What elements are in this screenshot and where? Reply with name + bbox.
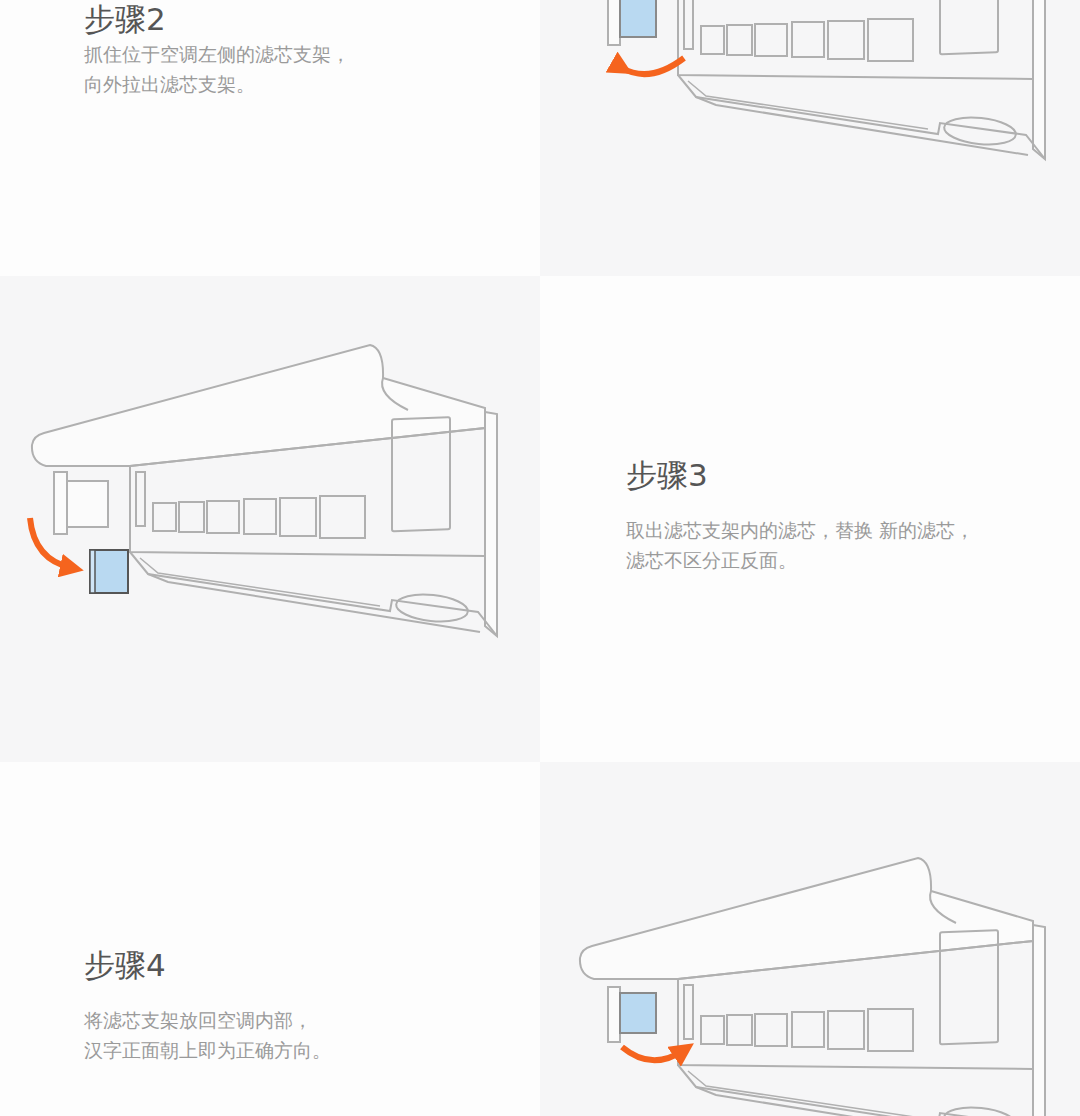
air-conditioner: [32, 345, 497, 636]
filter-holder: [608, 0, 684, 74]
step-heading: 步骤3: [626, 456, 708, 494]
air-conditioner: [580, 0, 1045, 159]
step-heading: 步骤2: [84, 0, 166, 38]
filter-holder: [30, 472, 128, 593]
step-instruction: 抓住位于空调左侧的滤芯支架， 向外拉出滤芯支架。: [84, 39, 444, 99]
air-conditioner: [580, 858, 1045, 1116]
step-heading: 步骤4: [84, 946, 166, 984]
step-instruction: 取出滤芯支架内的滤芯，替换 新的滤芯，滤芯不区分正反面。: [626, 515, 986, 575]
filter-holder: [608, 987, 684, 1060]
image-panel: [0, 276, 540, 762]
step-instruction: 将滤芯支架放回空调内部， 汉字正面朝上即为正确方向。: [84, 1005, 444, 1065]
